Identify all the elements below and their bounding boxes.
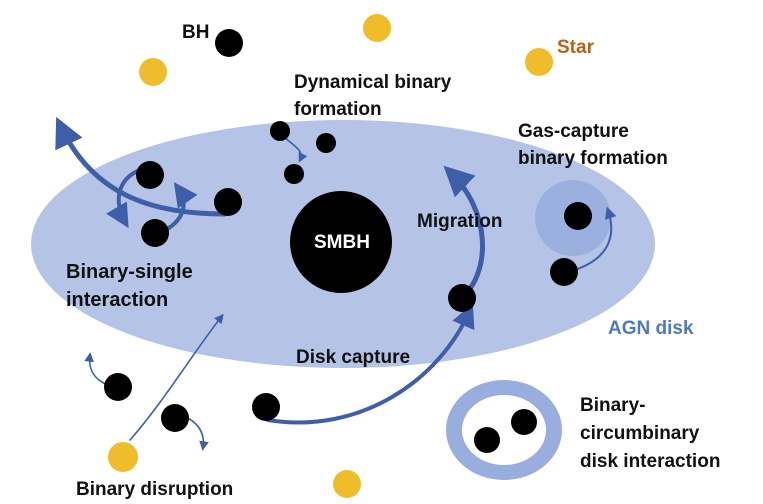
black-hole-icon — [141, 219, 169, 247]
black-hole-icon — [215, 29, 243, 57]
disruption-arrow-right — [187, 417, 209, 451]
black-hole-icon — [448, 284, 476, 312]
black-hole-icon — [270, 121, 290, 141]
black-hole-icon — [161, 404, 189, 432]
black-hole-icon — [474, 427, 500, 453]
disruption-arrow-left — [84, 352, 109, 386]
black-hole-icon — [564, 202, 592, 230]
black-hole-icon — [104, 373, 132, 401]
black-hole-icon — [252, 393, 280, 421]
star-label: Star — [557, 37, 594, 58]
binary-single-label-line1: Binary-single — [66, 261, 193, 283]
smbh-label: SMBH — [314, 232, 370, 253]
binary-disruption-label: Binary disruption — [76, 479, 234, 500]
dynamical-binary-formation-label-line1: Dynamical binary — [294, 72, 452, 93]
black-hole-icon — [284, 164, 304, 184]
gas-capture-label-line1: Gas-capture — [518, 121, 629, 142]
bh-label: BH — [182, 22, 210, 43]
disk-capture-label: Disk capture — [296, 347, 411, 368]
ejection-arrow — [55, 116, 228, 217]
star-icon — [139, 58, 167, 86]
binary-circumbinary-label-line1: Binary- — [580, 395, 646, 416]
disk-capture-arrow — [266, 303, 475, 425]
black-hole-icon — [511, 409, 537, 435]
binary-circumbinary-label-line2: circumbinary — [580, 423, 700, 444]
migration-label: Migration — [417, 211, 503, 232]
black-hole-icon — [136, 161, 164, 189]
star-icon — [363, 14, 391, 42]
binary-circumbinary-label-line3: disk interaction — [580, 451, 721, 472]
star-icon — [333, 470, 361, 498]
binary-orbit-arrow-left — [106, 168, 142, 229]
black-hole-icon — [214, 188, 242, 216]
black-hole-icon — [550, 258, 578, 286]
black-hole-icon — [316, 133, 336, 153]
smbh-icon — [290, 191, 392, 293]
dynamical-binary-formation-label-line2: formation — [294, 99, 382, 120]
gas-capture-arrow — [567, 206, 617, 273]
star-icon — [108, 442, 138, 472]
binary-disruption-arrow — [129, 313, 224, 441]
agn-disk-label: AGN disk — [608, 318, 694, 339]
migration-arrow — [443, 165, 485, 301]
gas-capture-label-line2: binary formation — [518, 148, 668, 169]
star-icon — [525, 48, 553, 76]
binary-single-label-line2: interaction — [66, 289, 169, 311]
